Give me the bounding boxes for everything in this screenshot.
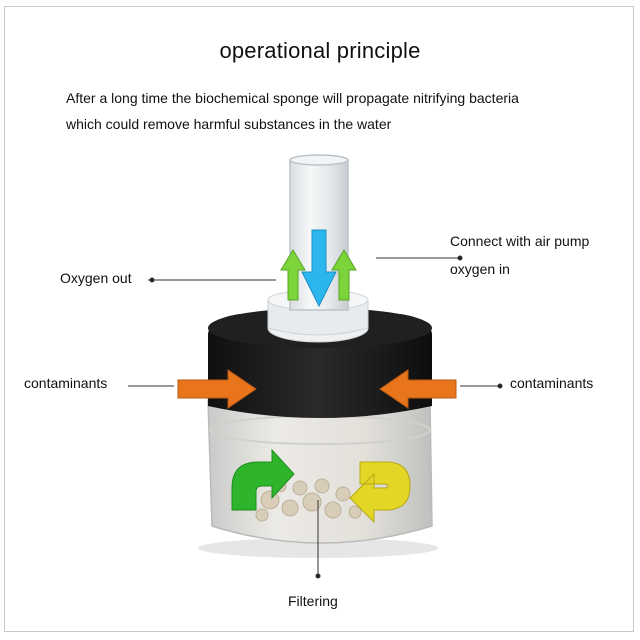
- air-tube-top: [289, 154, 349, 166]
- contaminants-arrow-right: [379, 369, 457, 409]
- diagram-title: operational principle: [219, 38, 421, 63]
- label-air-pump: Connect with air pump: [450, 233, 590, 249]
- oxygen-out-arrow-left: [280, 249, 306, 301]
- image-frame: [4, 6, 634, 632]
- contaminants-arrow-left: [177, 369, 257, 409]
- label-oxygen-in: oxygen in: [450, 261, 510, 277]
- label-contaminants-left: contaminants: [24, 375, 108, 391]
- oxygen-out-arrow-right: [331, 249, 357, 301]
- circulation-loop-green: [231, 448, 295, 511]
- label-filtering: Filtering: [288, 593, 338, 609]
- description-line-2: which could remove harmful substances in…: [66, 116, 392, 132]
- description-line-1: After a long time the biochemical sponge…: [66, 90, 519, 106]
- air-in-arrow: [301, 229, 337, 308]
- leader-lines: [128, 255, 503, 579]
- label-oxygen-out: Oxygen out: [60, 270, 132, 286]
- filter-media: [255, 478, 362, 522]
- circulation-loop-yellow: [349, 461, 411, 524]
- label-contaminants-right: contaminants: [510, 375, 594, 391]
